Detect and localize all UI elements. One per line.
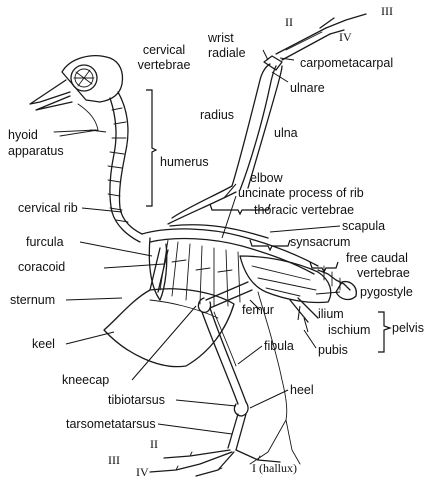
label-toe-III: III bbox=[108, 453, 120, 467]
label-thoracic-vertebrae: thoracic vertebrae bbox=[254, 203, 354, 217]
caudal-brace bbox=[309, 261, 339, 274]
label-cervical-vertebrae-1: cervical bbox=[143, 43, 185, 57]
label-elbow: elbow bbox=[250, 171, 284, 185]
wing bbox=[167, 13, 367, 225]
label-uncinate-process: uncinate process of rib bbox=[238, 186, 364, 200]
cervical-brace bbox=[146, 89, 158, 207]
label-pelvis: pelvis bbox=[392, 321, 424, 335]
label-ulna: ulna bbox=[274, 126, 298, 140]
label-humerus: humerus bbox=[160, 155, 209, 169]
label-fibula: fibula bbox=[264, 339, 294, 353]
label-synsacrum: synsacrum bbox=[290, 235, 350, 249]
label-ulnare: ulnare bbox=[290, 81, 325, 95]
label-apparatus: apparatus bbox=[8, 144, 64, 158]
label-toe-II: II bbox=[150, 437, 158, 451]
far-leg bbox=[249, 291, 301, 465]
torso bbox=[103, 224, 319, 368]
label-tibiotarsus: tibiotarsus bbox=[108, 393, 165, 407]
label-cervical-rib: cervical rib bbox=[18, 201, 78, 215]
thoracic-brace bbox=[209, 203, 271, 216]
pelvis-brace bbox=[378, 311, 392, 353]
label-ilium: ilium bbox=[318, 307, 344, 321]
label-femur: femur bbox=[242, 303, 274, 317]
label-pubis: pubis bbox=[318, 343, 348, 357]
label-wrist: wrist bbox=[207, 31, 234, 45]
pelvis-and-tail bbox=[239, 255, 357, 323]
label-tarsometatarsus: tarsometatarsus bbox=[66, 417, 156, 431]
label-furcula: furcula bbox=[26, 235, 64, 249]
label-sternum: sternum bbox=[10, 293, 55, 307]
labels: cervical vertebrae wrist radiale II II I … bbox=[8, 4, 424, 479]
label-carpometacarpal: carpometacarpal bbox=[300, 56, 393, 70]
label-ischium: ischium bbox=[328, 323, 370, 337]
label-scapula: scapula bbox=[342, 219, 385, 233]
label-digit-II: II bbox=[285, 15, 293, 29]
neck-vertebrae bbox=[107, 91, 143, 243]
label-radiale: radiale bbox=[208, 46, 246, 60]
label-heel: heel bbox=[290, 383, 314, 397]
label-cervical-vertebrae-2: vertebrae bbox=[138, 58, 191, 72]
label-free-caudal: free caudal bbox=[346, 251, 408, 265]
label-free-caudal-vertebrae: vertebrae bbox=[357, 266, 410, 280]
label-toe-IV: IV bbox=[136, 465, 149, 479]
label-kneecap: kneecap bbox=[62, 373, 109, 387]
leg bbox=[149, 281, 281, 477]
label-toe-I-hallux: I (hallux) bbox=[252, 461, 297, 475]
label-hyoid: hyoid bbox=[8, 128, 38, 142]
label-digit-III: III bbox=[381, 4, 393, 18]
leader-lines bbox=[65, 49, 341, 435]
label-radius: radius bbox=[200, 108, 234, 122]
label-pygostyle: pygostyle bbox=[360, 285, 413, 299]
label-coracoid: coracoid bbox=[18, 260, 65, 274]
synsacrum-brace bbox=[249, 239, 291, 252]
label-digit-IV: IV bbox=[339, 30, 352, 44]
skull bbox=[29, 55, 124, 137]
label-keel: keel bbox=[32, 337, 55, 351]
